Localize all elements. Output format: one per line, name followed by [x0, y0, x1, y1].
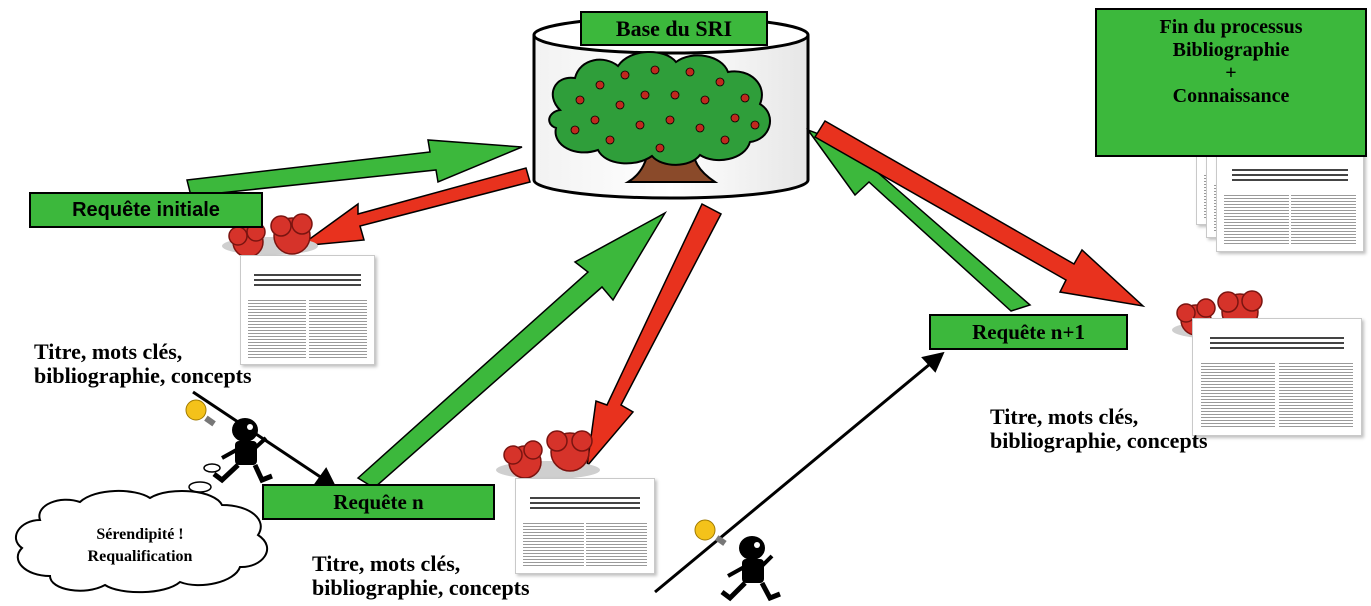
serendipity-text: Sérendipité ! Requalification — [40, 524, 240, 568]
arrow-query-n — [356, 211, 668, 489]
caption-bottom: Titre, mots clés, bibliographie, concept… — [312, 552, 530, 600]
caption-left: Titre, mots clés, bibliographie, concept… — [34, 340, 252, 388]
knowledge-tree-icon — [548, 50, 771, 183]
document-thumbnail — [240, 255, 375, 365]
base-du-sri-label: Base du SRI — [580, 11, 768, 46]
caption-line-2: bibliographie, concepts — [312, 575, 530, 600]
query-n-box: Requête n — [262, 484, 495, 520]
red-arrows — [297, 119, 1146, 469]
thinking-person-icon — [185, 399, 273, 484]
caption-line-2: bibliographie, concepts — [34, 363, 252, 388]
arrow-results-n1 — [813, 119, 1146, 308]
end-of-process-box: Fin du processus Bibliographie + Connais… — [1095, 8, 1367, 157]
thought-arrows — [192, 351, 945, 594]
arrow-initial-query — [186, 139, 523, 197]
caption-line-1: Titre, mots clés, — [34, 339, 183, 364]
end-box-line-1: Fin du processus — [1159, 16, 1303, 38]
caption-right: Titre, mots clés, bibliographie, concept… — [990, 405, 1208, 453]
bubble-line-1: Sérendipité ! — [96, 526, 184, 543]
query-n-plus-1-box: Requête n+1 — [929, 314, 1128, 350]
end-box-line-3: + — [1225, 62, 1237, 84]
caption-line-1: Titre, mots clés, — [990, 404, 1139, 429]
thought-cloud-icon — [15, 489, 269, 594]
arrow-results-initial — [297, 167, 531, 248]
end-box-line-2: Bibliographie — [1172, 39, 1290, 61]
bubble-line-2: Requalification — [87, 548, 193, 565]
query-initial-box: Requête initiale — [29, 192, 263, 228]
document-thumbnail — [1192, 318, 1362, 436]
berry-cluster-icon — [496, 430, 600, 479]
end-box-line-4: Connaissance — [1172, 85, 1290, 107]
caption-line-1: Titre, mots clés, — [312, 551, 461, 576]
thinking-person-icon — [694, 519, 781, 602]
green-arrows — [186, 128, 1032, 489]
arrow-results-n — [585, 202, 723, 469]
document-thumbnail — [515, 478, 655, 574]
berry-cluster-icon — [222, 213, 318, 258]
caption-line-2: bibliographie, concepts — [990, 428, 1208, 453]
document-thumbnail — [1216, 150, 1364, 252]
